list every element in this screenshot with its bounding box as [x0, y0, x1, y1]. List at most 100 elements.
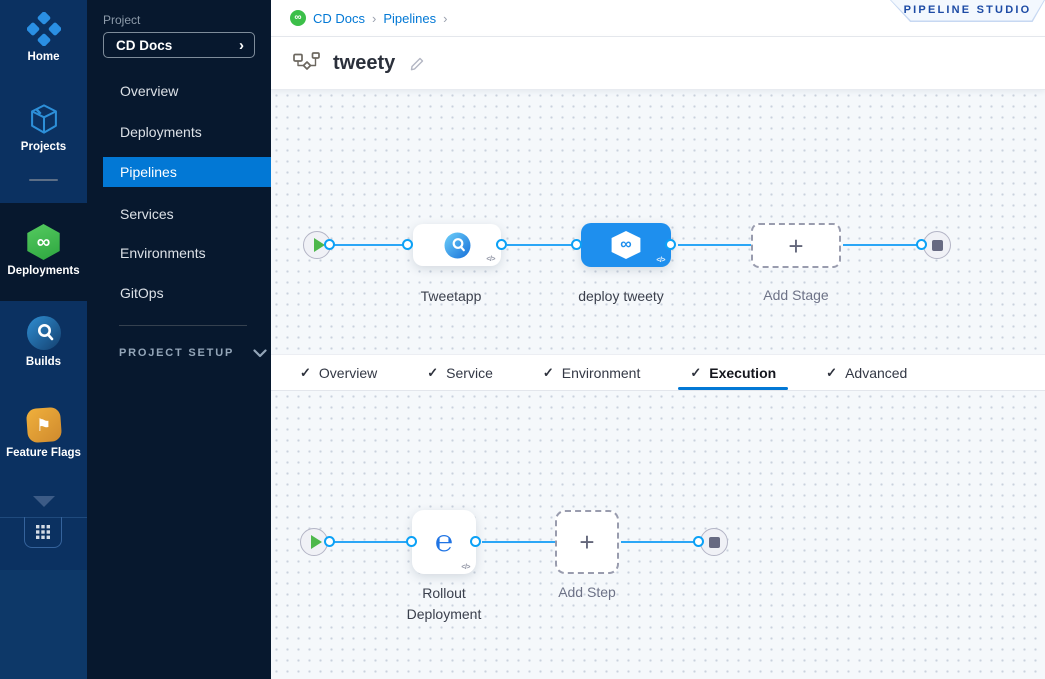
sidebar-item-environments[interactable]: Environments [120, 245, 206, 261]
tab-label: Overview [318, 364, 378, 381]
rail-item-projects[interactable]: Projects [0, 102, 87, 154]
connector-port[interactable] [665, 239, 676, 250]
chevron-right-icon: › [239, 36, 244, 54]
tab-service[interactable]: ✓ Service [412, 355, 508, 390]
rail-horizontal-divider [0, 517, 87, 518]
connector-port[interactable] [496, 239, 507, 250]
sidebar-divider [119, 325, 247, 326]
check-icon: ✓ [826, 365, 838, 380]
project-setup-label: PROJECT SETUP [119, 347, 235, 359]
connector-port[interactable] [470, 536, 481, 547]
project-label: Project [103, 13, 141, 27]
rail-item-label: Projects [20, 141, 67, 153]
ci-build-icon [444, 232, 470, 258]
step-node-rollout-deployment[interactable]: ℮ </> [412, 510, 476, 574]
execution-graph-canvas[interactable]: ℮ </> + Rollout Deployment Add Step [271, 391, 1045, 679]
play-icon [310, 535, 322, 549]
connector-port[interactable] [324, 239, 335, 250]
sidebar-item-deployments[interactable]: Deployments [120, 124, 202, 140]
breadcrumb-separator: › [443, 10, 448, 26]
check-icon: ✓ [542, 365, 554, 380]
rail-more-chevron-down-icon[interactable] [33, 496, 55, 507]
stage-graph-canvas[interactable]: </> ∞ </> + Tweetapp deploy tweety [271, 90, 1045, 354]
main-area: ∞ CD Docs › Pipelines › PIPELINE STUDIO … [271, 0, 1045, 679]
rail-item-label: Home [27, 51, 60, 63]
stage-node-deploy-tweety[interactable]: ∞ </> [581, 223, 671, 267]
add-step-label: Add Step [558, 584, 616, 600]
add-stage-node[interactable]: + [751, 223, 841, 268]
stage-node-tweetapp[interactable]: </> [413, 224, 501, 266]
add-stage-label: Add Stage [763, 287, 829, 303]
plus-icon: + [788, 230, 804, 261]
module-nav-rail: Home Projects ∞ Deployments [0, 0, 87, 679]
home-icon [0, 12, 87, 46]
stop-icon [931, 239, 943, 251]
tab-overview[interactable]: ✓ Overview [285, 355, 392, 390]
rail-item-label: Deployments [7, 265, 80, 277]
check-icon: ✓ [690, 365, 702, 380]
connector-line [482, 541, 555, 543]
tab-label: Advanced [845, 364, 908, 381]
pencil-icon [411, 57, 424, 70]
connector-port[interactable] [402, 239, 413, 250]
breadcrumb-link-project[interactable]: CD Docs [313, 10, 366, 26]
connector-line [678, 244, 751, 246]
breadcrumb-separator: › [372, 10, 377, 26]
connector-line [621, 541, 694, 543]
app-launcher-button[interactable] [24, 517, 62, 548]
rollout-deployment-icon: ℮ [434, 525, 453, 558]
connector-port[interactable] [916, 239, 927, 250]
flag-glyph: ⚑ [35, 415, 52, 435]
stop-icon [708, 536, 720, 548]
check-icon: ✓ [300, 365, 311, 380]
rail-divider [29, 179, 58, 181]
rail-item-feature-flags[interactable]: ⚑ Feature Flags [0, 406, 87, 460]
project-selector[interactable]: CD Docs › [103, 32, 255, 58]
tab-execution[interactable]: ✓ Execution [675, 355, 791, 390]
connector-port[interactable] [571, 239, 582, 250]
connector-port[interactable] [693, 536, 704, 547]
builds-icon [0, 315, 87, 351]
projects-icon [0, 102, 87, 136]
infinity-glyph: ∞ [620, 236, 632, 253]
breadcrumb-link-pipelines[interactable]: Pipelines [383, 10, 437, 26]
pipeline-end-node [923, 231, 951, 259]
rail-item-home[interactable]: Home [0, 12, 87, 64]
code-badge: </> [656, 257, 665, 264]
waffle-grid-icon [36, 525, 50, 539]
code-badge: </> [461, 564, 470, 571]
chevron-down-icon [253, 348, 267, 357]
connector-line [330, 541, 408, 543]
rail-item-builds[interactable]: Builds [0, 315, 87, 369]
sidebar-item-services[interactable]: Services [120, 206, 174, 222]
plus-icon: + [579, 527, 595, 557]
sidebar-item-pipelines[interactable]: Pipelines [103, 157, 271, 187]
infinity-glyph: ∞ [294, 12, 302, 23]
check-icon: ✓ [427, 365, 439, 380]
project-setup-toggle[interactable]: PROJECT SETUP [119, 347, 267, 359]
rail-item-label: Builds [25, 356, 62, 368]
project-sidebar: Project CD Docs › Overview Deployments P… [87, 0, 271, 679]
connector-line [843, 244, 919, 246]
pipeline-studio-badge-label: PIPELINE STUDIO [903, 4, 1032, 17]
stage-label-deploy-tweety: deploy tweety [578, 288, 664, 304]
project-name: CD Docs [116, 37, 173, 53]
sidebar-item-overview[interactable]: Overview [120, 83, 179, 99]
sidebar-item-gitops[interactable]: GitOps [120, 285, 164, 301]
stage-label-tweetapp: Tweetapp [420, 288, 482, 304]
feature-flags-icon: ⚑ [0, 406, 87, 444]
execution-end-node [700, 528, 728, 556]
deployments-icon: ∞ [0, 224, 87, 260]
code-badge: </> [486, 256, 495, 263]
connector-port[interactable] [324, 536, 335, 547]
pipeline-studio-badge: PIPELINE STUDIO [890, 0, 1045, 22]
edit-pipeline-button[interactable] [409, 55, 426, 72]
tab-advanced[interactable]: ✓ Advanced [811, 355, 922, 390]
add-step-node[interactable]: + [555, 510, 619, 574]
tab-environment[interactable]: ✓ Environment [528, 355, 656, 390]
rail-bottom-panel [0, 570, 87, 679]
rail-item-deployments[interactable]: ∞ Deployments [0, 203, 87, 301]
connector-port[interactable] [406, 536, 417, 547]
pipeline-icon [293, 52, 320, 70]
